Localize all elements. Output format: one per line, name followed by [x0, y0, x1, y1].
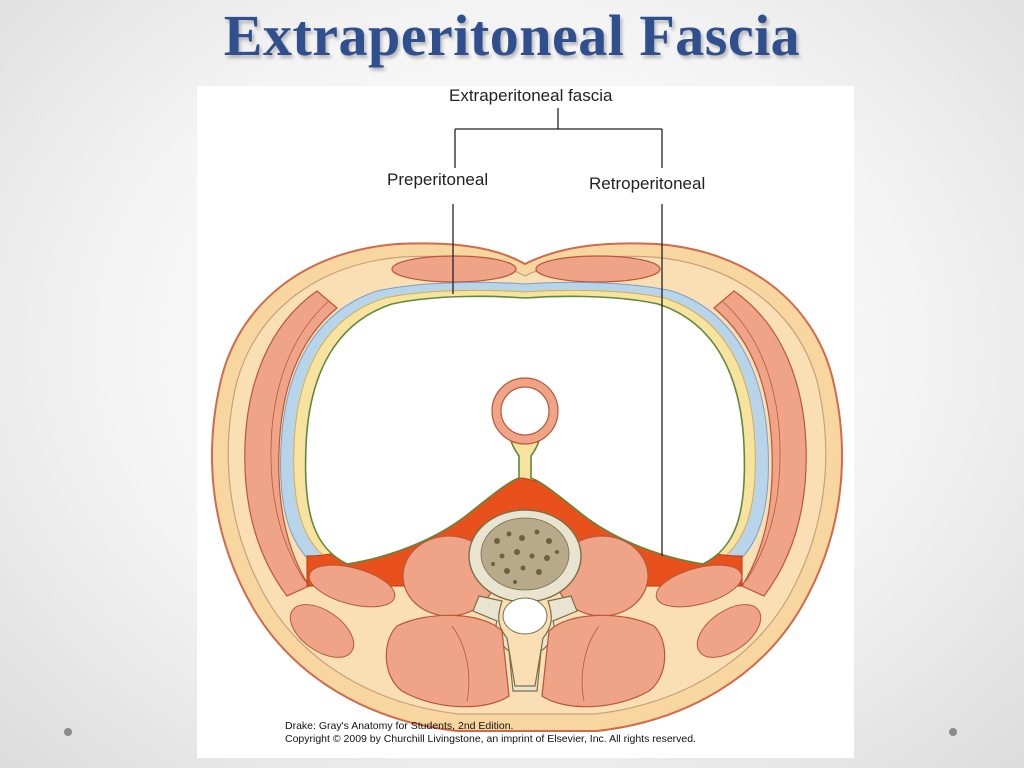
slide-title: Extraperitoneal Fascia: [0, 2, 1024, 69]
figure-caption: Drake: Gray's Anatomy for Students, 2nd …: [285, 720, 696, 746]
extraperitoneal-fascia-label: Extraperitoneal fascia: [449, 86, 612, 106]
left-nav-dot[interactable]: [64, 728, 72, 736]
preperitoneal-label: Preperitoneal: [387, 170, 488, 190]
anatomy-figure: Extraperitoneal fascia Preperitoneal Ret…: [197, 86, 854, 758]
caption-copyright: Copyright © 2009 by Churchill Livingston…: [285, 733, 696, 746]
retroperitoneal-label: Retroperitoneal: [589, 174, 705, 194]
rectus-muscle-right: [536, 256, 660, 282]
caption-source: Drake: Gray's Anatomy for Students, 2nd …: [285, 720, 696, 733]
right-nav-dot[interactable]: [949, 728, 957, 736]
label-connectors: [455, 108, 662, 168]
erector-spinae-left: [386, 615, 509, 706]
rectus-muscle-left: [392, 256, 516, 282]
cross-section-diagram: [197, 86, 854, 758]
erector-spinae-right: [542, 615, 665, 706]
